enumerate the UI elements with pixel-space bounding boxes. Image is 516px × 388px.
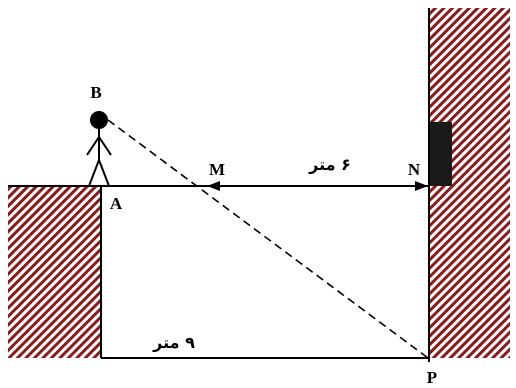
left-ledge bbox=[8, 186, 101, 358]
label-point-n: N bbox=[408, 160, 421, 179]
label-point-m: M bbox=[209, 160, 225, 179]
dimension-ap-label: ۹ متر bbox=[152, 333, 195, 352]
label-point-p: P bbox=[427, 368, 437, 387]
mn-double-arrow bbox=[207, 181, 428, 191]
dimension-mn-label: ۶ متر bbox=[308, 155, 351, 174]
sight-line bbox=[107, 119, 429, 359]
stick-figure-icon bbox=[86, 111, 112, 187]
mirror-icon bbox=[430, 122, 452, 186]
label-point-b: B bbox=[90, 83, 101, 102]
label-point-a: A bbox=[110, 194, 123, 213]
